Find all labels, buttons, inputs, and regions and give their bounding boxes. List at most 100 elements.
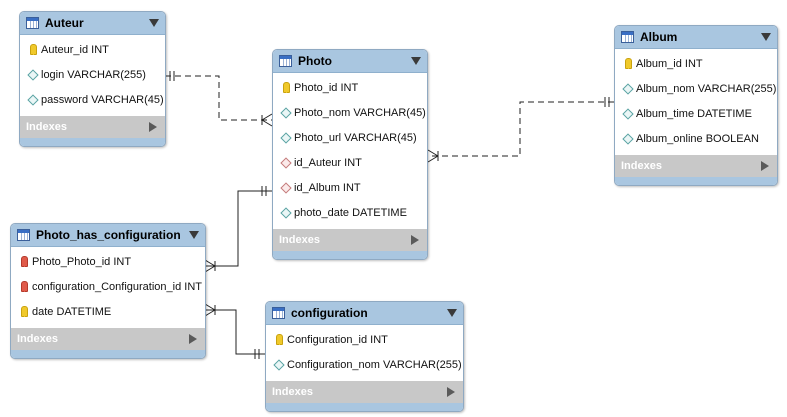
relationship-auteur-photo [165,75,272,121]
indexes-label: Indexes [621,160,662,172]
column-row[interactable]: Photo_nom VARCHAR(45) [273,100,427,125]
column-row[interactable]: id_Album INT [273,175,427,200]
column-row[interactable]: Photo_url VARCHAR(45) [273,125,427,150]
column-row[interactable]: Photo_id INT [273,75,427,100]
column-label: Album_time DATETIME [636,107,752,120]
table-header[interactable]: Album [615,26,777,49]
column-row[interactable]: photo_date DATETIME [273,200,427,225]
table-name: Album [640,30,678,44]
table-icon [17,229,30,241]
table-header[interactable]: configuration [266,302,463,325]
column-diamond-icon [280,131,292,144]
column-label: configuration_Configuration_id INT [32,280,202,293]
foreign-key-diamond-icon [280,156,292,169]
foreign-key-diamond-icon [280,181,292,194]
foreign-key-icon [20,281,28,292]
column-row[interactable]: configuration_Configuration_id INT [11,274,205,299]
indexes-bar[interactable]: Indexes [615,155,777,177]
table-icon [26,17,39,29]
expand-arrow-icon[interactable] [411,235,419,245]
relationship-photo-phc [205,190,272,267]
indexes-label: Indexes [272,386,313,398]
column-row[interactable]: password VARCHAR(45) [20,87,165,112]
column-diamond-icon [273,358,285,371]
table-header[interactable]: Photo [273,50,427,73]
indexes-label: Indexes [279,234,320,246]
table-footer [266,403,463,411]
column-row[interactable]: login VARCHAR(255) [20,62,165,87]
column-row[interactable]: Configuration_id INT [266,327,463,352]
column-row[interactable]: Album_time DATETIME [615,101,777,126]
relationship-album-photo [428,101,614,157]
column-row[interactable]: Auteur_id INT [20,37,165,62]
column-label: Album_nom VARCHAR(255) [636,82,777,95]
column-row[interactable]: Album_nom VARCHAR(255) [615,76,777,101]
collapse-caret-icon[interactable] [149,19,159,27]
table-photo-has-configuration[interactable]: Photo_has_configuration Photo_Photo_id I… [10,223,206,359]
column-row[interactable]: Photo_Photo_id INT [11,249,205,274]
column-label: Auteur_id INT [41,43,109,56]
table-footer [273,251,427,259]
indexes-label: Indexes [26,121,67,133]
table-header[interactable]: Photo_has_configuration [11,224,205,247]
expand-arrow-icon[interactable] [447,387,455,397]
table-header[interactable]: Auteur [20,12,165,35]
column-label: photo_date DATETIME [294,206,407,219]
table-album[interactable]: Album Album_id INT Album_nom VARCHAR(255… [614,25,778,186]
table-auteur[interactable]: Auteur Auteur_id INT login VARCHAR(255) … [19,11,166,147]
collapse-caret-icon[interactable] [761,33,771,41]
indexes-bar[interactable]: Indexes [273,229,427,251]
column-label: id_Auteur INT [294,156,362,169]
column-label: Photo_nom VARCHAR(45) [294,106,426,119]
table-photo[interactable]: Photo Photo_id INT Photo_nom VARCHAR(45)… [272,49,428,260]
column-label: Photo_Photo_id INT [32,255,132,268]
column-diamond-icon [622,132,634,145]
column-label: id_Album INT [294,181,361,194]
column-diamond-icon [27,93,39,106]
column-diamond-icon [27,68,39,81]
column-label: login VARCHAR(255) [41,68,146,81]
indexes-bar[interactable]: Indexes [266,381,463,403]
table-footer [11,350,205,358]
column-label: Photo_id INT [294,81,359,94]
column-diamond-icon [280,206,292,219]
column-label: date DATETIME [32,305,112,318]
column-diamond-icon [622,82,634,95]
primary-key-icon [29,44,37,55]
column-label: password VARCHAR(45) [41,93,164,106]
primary-key-icon [282,82,290,93]
indexes-bar[interactable]: Indexes [20,116,165,138]
column-label: Album_id INT [636,57,703,70]
expand-arrow-icon[interactable] [761,161,769,171]
column-label: Photo_url VARCHAR(45) [294,131,417,144]
table-name: configuration [291,306,368,320]
relationship-configuration-phc [205,309,265,355]
expand-arrow-icon[interactable] [149,122,157,132]
table-name: Photo [298,54,332,68]
primary-key-icon [20,306,28,317]
foreign-key-icon [20,256,28,267]
indexes-bar[interactable]: Indexes [11,328,205,350]
table-configuration[interactable]: configuration Configuration_id INT Confi… [265,301,464,412]
expand-arrow-icon[interactable] [189,334,197,344]
column-diamond-icon [280,106,292,119]
table-name: Auteur [45,16,84,30]
table-icon [279,55,292,67]
column-label: Configuration_id INT [287,333,388,346]
column-row[interactable]: Album_id INT [615,51,777,76]
column-row[interactable]: date DATETIME [11,299,205,324]
table-icon [272,307,285,319]
column-row[interactable]: Configuration_nom VARCHAR(255) [266,352,463,377]
table-name: Photo_has_configuration [36,228,181,242]
collapse-caret-icon[interactable] [411,57,421,65]
column-diamond-icon [622,107,634,120]
column-row[interactable]: Album_online BOOLEAN [615,126,777,151]
collapse-caret-icon[interactable] [189,231,199,239]
table-footer [20,138,165,146]
column-row[interactable]: id_Auteur INT [273,150,427,175]
table-footer [615,177,777,185]
collapse-caret-icon[interactable] [447,309,457,317]
indexes-label: Indexes [17,333,58,345]
primary-key-icon [624,58,632,69]
